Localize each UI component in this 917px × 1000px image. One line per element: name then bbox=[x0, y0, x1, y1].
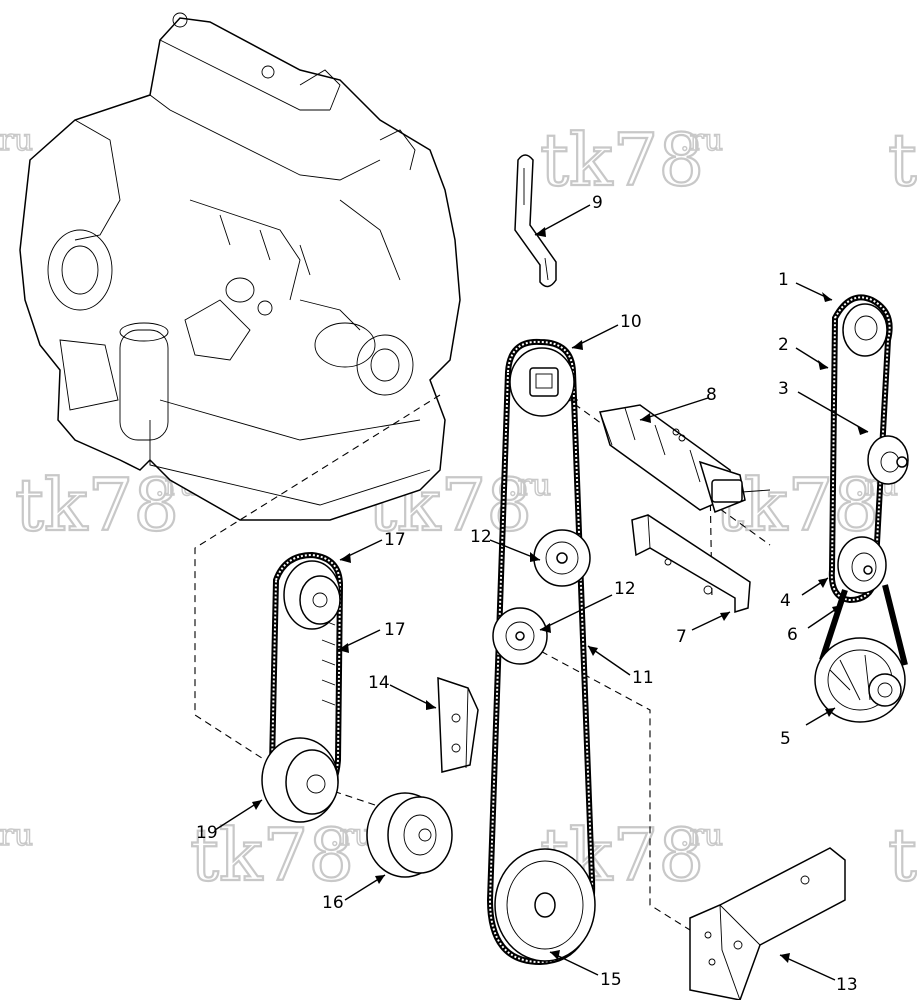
watermark-text: tk78 bbox=[715, 463, 879, 547]
watermark-text: tk78 bbox=[540, 118, 704, 202]
callout-12-lower: 12 bbox=[614, 579, 636, 599]
watermark-text: tk78 bbox=[888, 118, 917, 202]
callout-numbers: 1 2 3 4 5 6 7 8 9 10 11 12 12 13 14 15 1… bbox=[196, 193, 858, 995]
watermark-text: tk78 bbox=[15, 463, 179, 547]
callout-9: 9 bbox=[592, 193, 603, 213]
tensioner-cylinder bbox=[599, 404, 771, 514]
callout-13: 13 bbox=[836, 975, 858, 995]
main-drive-belt-assembly bbox=[486, 338, 596, 966]
callout-leaders bbox=[214, 204, 869, 981]
watermark-text: tk78 bbox=[190, 813, 354, 897]
callout-8: 8 bbox=[706, 385, 717, 405]
callout-11: 11 bbox=[632, 668, 654, 688]
mounting-bracket bbox=[631, 514, 751, 614]
callout-15: 15 bbox=[600, 970, 622, 990]
watermark-suffix: .ru bbox=[508, 468, 551, 503]
callout-5: 5 bbox=[780, 729, 791, 749]
callout-19: 19 bbox=[196, 823, 218, 843]
callout-17-top: 17 bbox=[384, 530, 406, 550]
left-belt-assembly bbox=[261, 551, 453, 878]
watermark-suffix: .ru bbox=[0, 818, 33, 853]
callout-10: 10 bbox=[620, 312, 642, 332]
callout-1: 1 bbox=[778, 270, 789, 290]
adjusting-link bbox=[514, 154, 557, 288]
callout-6: 6 bbox=[787, 625, 798, 645]
callout-12-upper: 12 bbox=[470, 527, 492, 547]
engine-block bbox=[19, 12, 461, 521]
callout-4: 4 bbox=[780, 591, 791, 611]
base-bracket bbox=[689, 847, 846, 1000]
callout-7: 7 bbox=[676, 627, 687, 647]
callout-16: 16 bbox=[322, 893, 344, 913]
right-belt-assembly bbox=[814, 294, 909, 723]
callout-2: 2 bbox=[778, 335, 789, 355]
watermark-suffix: .ru bbox=[680, 123, 723, 158]
small-bracket bbox=[437, 676, 479, 773]
watermark-suffix: .ru bbox=[0, 123, 33, 158]
callout-3: 3 bbox=[778, 379, 789, 399]
callout-17-belt: 17 bbox=[384, 620, 406, 640]
callout-14: 14 bbox=[368, 673, 390, 693]
watermark-suffix: .ru bbox=[680, 818, 723, 853]
watermark-text: tk78 bbox=[888, 813, 917, 897]
